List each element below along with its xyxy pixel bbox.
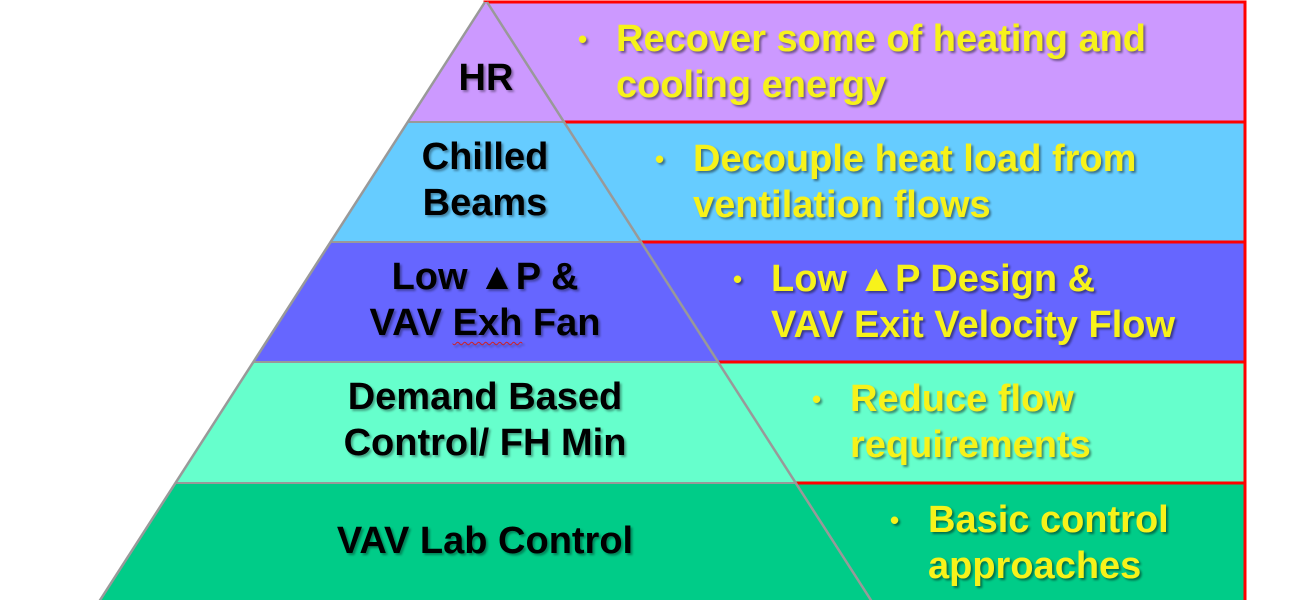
- bullet-icon: •: [812, 384, 822, 414]
- desc-line: requirements: [850, 424, 1091, 466]
- desc-line: Reduce flow: [850, 378, 1074, 420]
- desc-line: VAV Exit Velocity Flow: [771, 304, 1176, 346]
- bullet-icon: •: [890, 505, 900, 535]
- tier-label-vav-lab-control: VAV Lab Control: [235, 518, 735, 564]
- desc-line: Low ▲P Design &: [771, 258, 1096, 300]
- tier-lowdp: [253, 242, 718, 362]
- desc-line: ventilation flows: [693, 184, 991, 226]
- tier-label-demand-based: Demand Based Control/ FH Min: [235, 374, 735, 466]
- tier-vav: [100, 483, 871, 600]
- tier-label-low-dp: Low ▲P & VAV Exh Fan: [285, 254, 685, 346]
- tier-label-line: Beams: [422, 182, 548, 224]
- desc-line: Basic control: [928, 499, 1169, 541]
- tier-label-line: HR: [458, 57, 514, 99]
- pyramid-left-edge: [98, 1, 487, 600]
- desc-low-dp: • Low ▲P Design & VAV Exit Velocity Flow: [733, 256, 1175, 348]
- misspelling-underline: Exh: [452, 302, 523, 344]
- tier-label-line: Control/ FH Min: [343, 422, 627, 464]
- bullet-icon: •: [733, 264, 743, 294]
- desc-line: Decouple heat load from: [693, 138, 1137, 180]
- desc-line: cooling energy: [616, 64, 887, 106]
- tier-hr: [408, 2, 564, 122]
- bullet-icon: •: [578, 24, 588, 54]
- pyramid: [98, 1, 873, 600]
- desc-line: Recover some of heating and: [616, 18, 1147, 60]
- tier-demand: [175, 362, 796, 483]
- tier-label-line: Low ▲P &: [391, 256, 579, 298]
- desc-demand-based: • Reduce flow requirements: [812, 376, 1091, 468]
- desc-vav-lab-control: • Basic control approaches: [890, 497, 1169, 589]
- desc-box-hr: [483, 0, 1247, 124]
- tier-label-line: Chilled: [421, 136, 549, 178]
- tier-label-line: VAV Exh Fan: [369, 302, 601, 344]
- tier-label-line: VAV Lab Control: [336, 520, 634, 562]
- desc-hr: • Recover some of heating and cooling en…: [578, 16, 1146, 108]
- tier-chilled: [330, 122, 641, 242]
- tier-label-hr: HR: [386, 55, 586, 101]
- desc-chilled-beams: • Decouple heat load from ventilation fl…: [655, 136, 1136, 228]
- pyramid-right-edge: [485, 1, 873, 600]
- desc-line: approaches: [928, 545, 1142, 587]
- bullet-icon: •: [655, 144, 665, 174]
- tier-label-chilled-beams: Chilled Beams: [335, 134, 635, 226]
- tier-label-line: Demand Based: [347, 376, 623, 418]
